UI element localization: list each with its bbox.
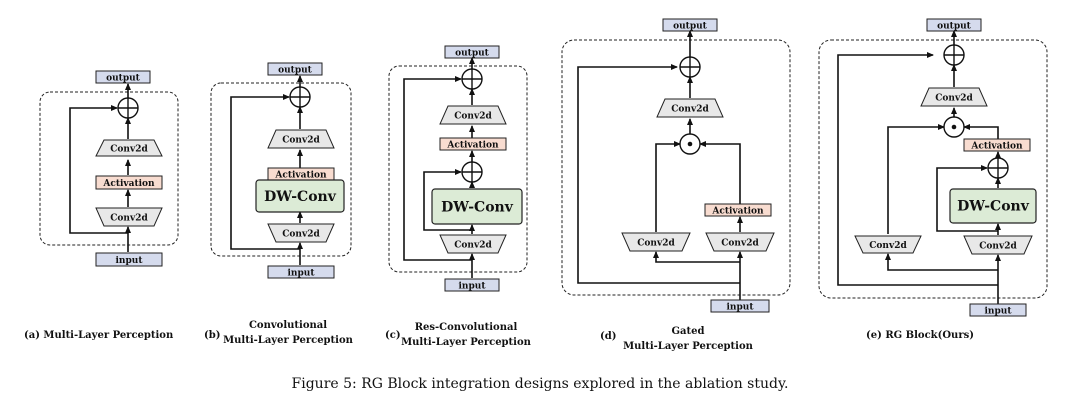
conv2d-top-e xyxy=(920,87,988,107)
input-box-e xyxy=(969,303,1027,317)
activation-label-c: Activation xyxy=(446,141,499,151)
output-label-e: output xyxy=(937,22,972,32)
input-box-d xyxy=(710,299,770,313)
conv2d-left-label-d: Conv2d xyxy=(637,239,675,249)
conv2d-top-label-e: Conv2d xyxy=(935,94,973,104)
output-label-d: output xyxy=(673,22,708,32)
add-operator-d xyxy=(679,56,701,78)
add-operator-e-top xyxy=(943,44,965,66)
output-box-d xyxy=(662,18,718,32)
frame-e xyxy=(818,39,1048,299)
output-box-e xyxy=(926,18,982,32)
add-operator-a xyxy=(117,97,139,119)
add-operator-b xyxy=(289,86,311,108)
conv2d-top-label-b: Conv2d xyxy=(282,136,320,146)
frame-a xyxy=(39,91,179,246)
output-box-c xyxy=(444,45,500,59)
diagram-b: output Conv2d Activation DW-Conv Conv2d … xyxy=(210,62,352,279)
add-operator-c-top xyxy=(461,68,483,90)
conv2d-right-label-d: Conv2d xyxy=(721,239,759,249)
activation-label-b: Activation xyxy=(274,171,327,181)
input-box-c xyxy=(444,278,500,292)
conv2d-top-a xyxy=(95,139,163,157)
conv2d-right-label-e: Conv2d xyxy=(979,242,1017,252)
subcaption-b-line2: Multi-Layer Perception xyxy=(223,335,354,346)
input-label-a: input xyxy=(116,256,144,266)
subcaption-b-tag: (b) xyxy=(204,330,220,341)
dw-conv-label-b: DW-Conv xyxy=(264,189,337,205)
output-label-a: output xyxy=(106,74,141,84)
conv2d-top-label-c: Conv2d xyxy=(454,112,492,122)
conv2d-bottom-label-b: Conv2d xyxy=(282,230,320,240)
subcaption-c-line1: Res-Convolutional xyxy=(415,322,518,333)
frame-b xyxy=(210,82,352,257)
subcaption-d-line2: Multi-Layer Perception xyxy=(623,341,754,352)
conv2d-top-label-a: Conv2d xyxy=(110,145,148,155)
conv2d-bottom-label-a: Conv2d xyxy=(110,214,148,224)
diagram-c: output Conv2d Activation DW-Conv Conv2d … xyxy=(388,45,528,292)
subcaption-d-line1: Gated xyxy=(672,326,705,337)
activation-box-d xyxy=(704,203,772,217)
frame-d xyxy=(561,39,791,296)
diagram-e: output Conv2d Activation DW-Conv Conv2d … xyxy=(818,18,1048,317)
activation-box-a xyxy=(95,175,163,190)
input-box-b xyxy=(267,265,335,279)
conv2d-left-label-e: Conv2d xyxy=(869,241,907,251)
subcaption-c-tag: (c) xyxy=(385,330,401,341)
diagram-a: output Conv2d Activation Conv2d input xyxy=(39,70,179,267)
subcaption-e: (e) RG Block(Ours) xyxy=(866,330,974,341)
conv2d-right-d xyxy=(705,232,775,252)
conv2d-bottom-label-c: Conv2d xyxy=(454,241,492,251)
input-box-a xyxy=(95,252,163,267)
add-operator-c-inner xyxy=(461,161,483,183)
subcaption-d-tag: (d) xyxy=(600,331,616,342)
figure-caption: Figure 5: RG Block integration designs e… xyxy=(292,376,789,392)
activation-box-c xyxy=(439,137,507,151)
output-box-b xyxy=(267,62,323,76)
activation-label-d: Activation xyxy=(711,207,764,217)
subcaption-c-line2: Multi-Layer Perception xyxy=(401,337,532,348)
activation-label-a: Activation xyxy=(102,179,155,189)
subcaption-b-line1: Convolutional xyxy=(249,320,327,331)
dw-conv-label-e: DW-Conv xyxy=(957,199,1030,215)
input-label-e: input xyxy=(985,307,1013,317)
multiply-operator-e xyxy=(943,116,965,138)
dw-conv-box-c xyxy=(431,188,523,225)
add-operator-e-inner xyxy=(987,157,1009,179)
conv2d-top-d xyxy=(656,98,724,118)
conv2d-top-c xyxy=(439,105,507,125)
conv2d-left-d xyxy=(621,232,691,252)
dw-conv-label-c: DW-Conv xyxy=(441,200,514,216)
output-label-b: output xyxy=(278,66,313,76)
conv2d-top-label-d: Conv2d xyxy=(671,105,709,115)
conv2d-top-b xyxy=(267,129,335,149)
conv2d-bottom-a xyxy=(95,207,163,227)
conv2d-bottom-b xyxy=(267,223,335,243)
conv2d-right-e xyxy=(963,235,1033,255)
input-label-c: input xyxy=(459,282,487,292)
frame-c xyxy=(388,65,528,273)
input-label-d: input xyxy=(727,303,755,313)
activation-box-e xyxy=(963,138,1031,152)
conv2d-bottom-c xyxy=(439,234,507,254)
multiply-operator-d xyxy=(679,133,701,155)
dw-conv-box-b xyxy=(255,179,345,213)
dw-conv-box-e xyxy=(949,188,1037,224)
diagram-d: output Conv2d Activation Conv2d Conv2d i… xyxy=(561,18,791,313)
output-label-c: output xyxy=(455,49,490,59)
subcaption-a: (a) Multi-Layer Perception xyxy=(24,330,174,341)
input-label-b: input xyxy=(288,269,316,279)
output-box-a xyxy=(95,70,151,84)
conv2d-left-e xyxy=(854,235,922,254)
activation-label-e: Activation xyxy=(970,142,1023,152)
